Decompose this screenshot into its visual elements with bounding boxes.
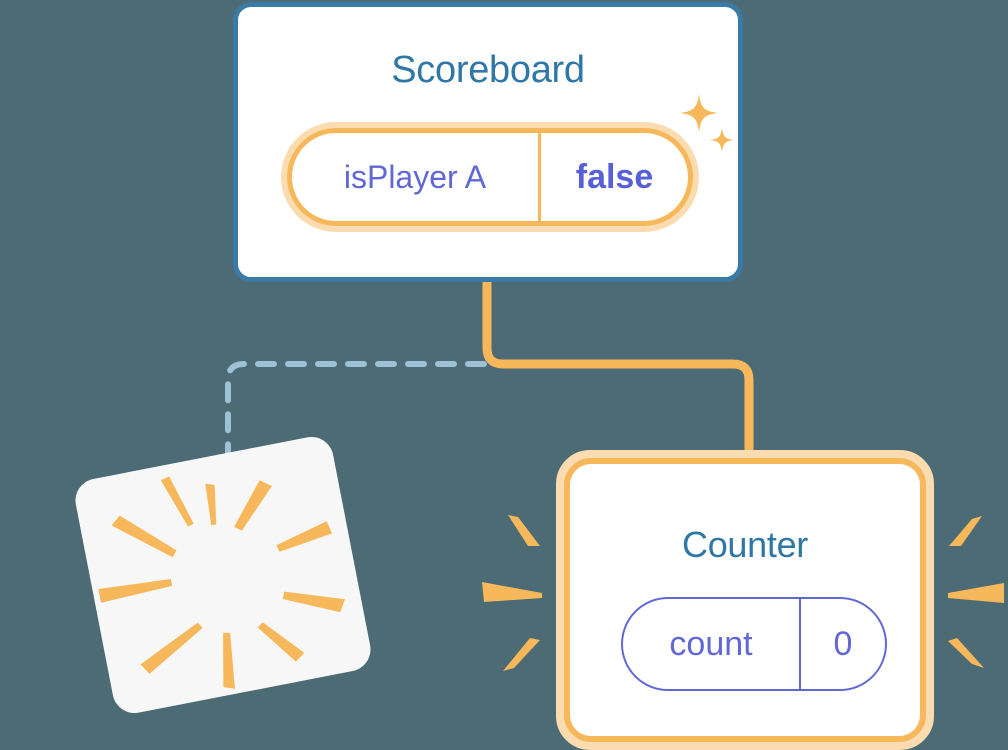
scoreboard-state-key: isPlayer A bbox=[343, 158, 487, 195]
burst-ray bbox=[223, 632, 235, 689]
counter-state-key: count bbox=[669, 624, 753, 663]
sparkle-small-icon bbox=[710, 128, 734, 152]
card-counter-highlight-ring: Counter count 0 bbox=[564, 458, 926, 742]
burst-ray bbox=[160, 476, 194, 527]
scoreboard-title: Scoreboard bbox=[391, 49, 585, 91]
burst-ray bbox=[234, 480, 272, 531]
counter-state-value: 0 bbox=[833, 624, 853, 663]
ray bbox=[948, 583, 1004, 603]
ray bbox=[949, 516, 982, 546]
pill-divider bbox=[799, 599, 801, 689]
burst-ray bbox=[257, 622, 305, 662]
burst-ray bbox=[98, 579, 173, 603]
ray bbox=[948, 638, 984, 668]
connector-active-solid bbox=[482, 277, 754, 465]
burst-ray bbox=[140, 622, 203, 674]
pill-body: isPlayer A false bbox=[287, 128, 693, 226]
sparkle-group bbox=[680, 94, 734, 152]
counter-state-pill[interactable]: count 0 bbox=[621, 597, 887, 691]
card-scoreboard[interactable]: Scoreboard isPlayer A false bbox=[233, 2, 743, 282]
scoreboard-state-pill[interactable]: isPlayer A false bbox=[281, 122, 699, 232]
card-counter[interactable]: Counter count 0 bbox=[556, 450, 934, 750]
ray bbox=[508, 515, 540, 546]
pill-divider bbox=[538, 133, 541, 221]
burst-icon bbox=[98, 476, 345, 689]
card-blank-rotated[interactable] bbox=[71, 433, 375, 717]
counter-title: Counter bbox=[682, 524, 808, 565]
burst-ray bbox=[205, 483, 217, 526]
sparkle-large-icon bbox=[680, 94, 718, 132]
burst-ray bbox=[111, 515, 177, 558]
counter-rays-right bbox=[948, 516, 1004, 668]
ray bbox=[503, 638, 540, 671]
ray bbox=[482, 582, 542, 602]
burst-ray bbox=[282, 591, 345, 613]
counter-rays-left bbox=[482, 515, 542, 671]
burst-ray bbox=[276, 521, 333, 552]
scoreboard-state-value: false bbox=[575, 157, 654, 196]
